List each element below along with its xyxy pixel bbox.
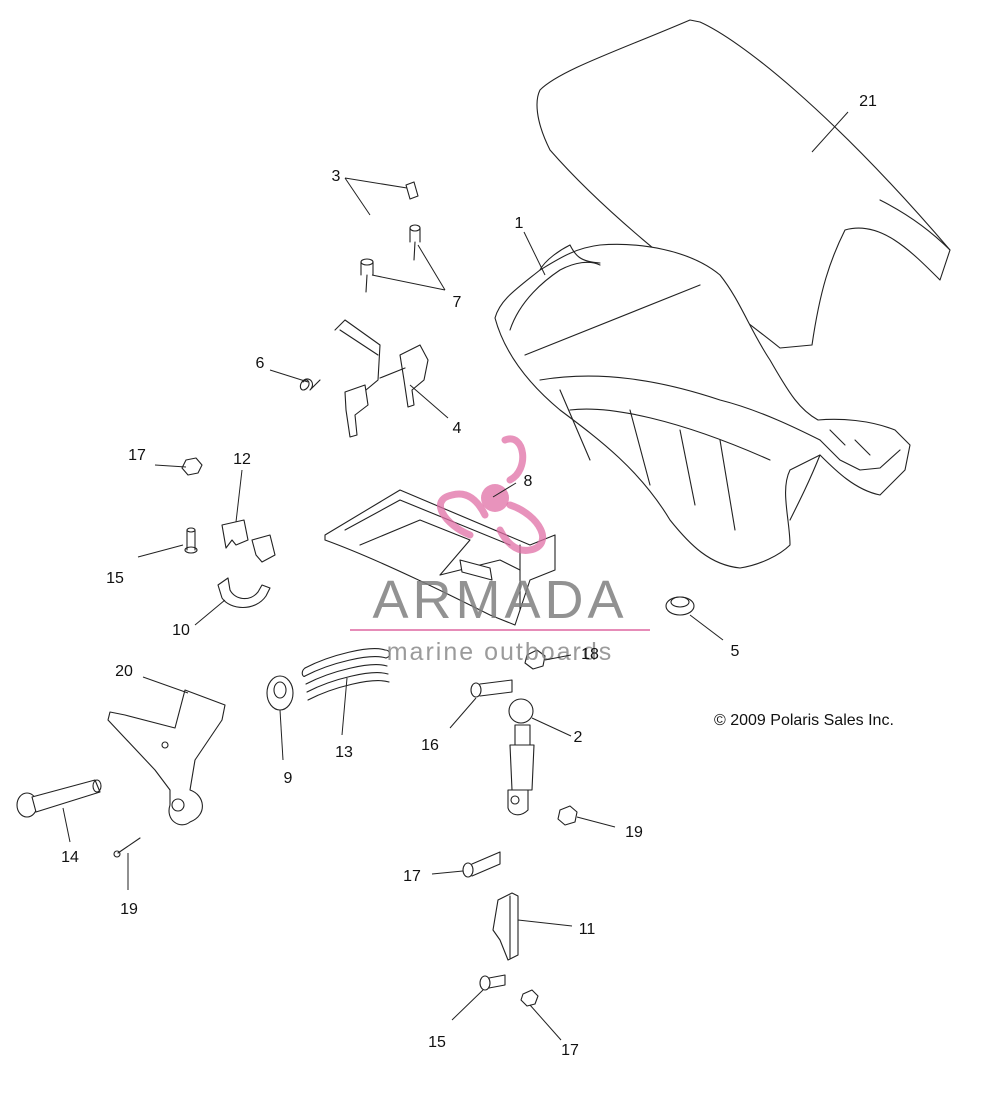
part-19-cotter-pin <box>113 837 141 858</box>
callout-11: 11 <box>579 921 596 938</box>
callout-17-upper: 17 <box>128 447 146 464</box>
callout-21: 21 <box>859 93 877 110</box>
callout-12: 12 <box>233 451 251 468</box>
callout-20: 20 <box>115 663 133 680</box>
callout-18-upper: 18 <box>581 646 599 663</box>
callout-16-lower: 17 <box>403 868 421 885</box>
watermark-tagline: marine outboards <box>387 638 614 666</box>
part-20-bracket <box>107 689 226 826</box>
part-16-bolt-lower <box>462 851 501 878</box>
leader-lines <box>62 111 849 1041</box>
part-9-bumper <box>266 675 294 711</box>
part-10-clamp <box>217 577 271 609</box>
callout-6: 6 <box>256 355 265 372</box>
part-4-seat-latch <box>334 319 429 438</box>
part-5-flange-nut <box>665 596 695 616</box>
part-17-nut-lower <box>520 989 539 1007</box>
part-17-nut-upper <box>181 457 203 476</box>
part-1-seat <box>494 243 911 569</box>
callout-2: 2 <box>574 729 583 746</box>
callout-18-lower: 19 <box>625 824 643 841</box>
callout-4: 4 <box>453 420 462 437</box>
callout-9: 9 <box>284 770 293 787</box>
callout-15-lower: 15 <box>428 1034 446 1051</box>
callout-13: 13 <box>335 744 353 761</box>
callout-5: 5 <box>731 643 740 660</box>
watermark-brand: ARMADA <box>372 570 627 630</box>
part-13-coil-spring <box>301 648 391 701</box>
part-14-pin <box>16 779 102 818</box>
part-18-nut-upper <box>524 649 546 670</box>
part-21-seat-cover <box>536 19 951 349</box>
callout-14: 14 <box>61 849 79 866</box>
callout-10: 10 <box>172 622 190 639</box>
callout-7: 7 <box>453 294 462 311</box>
callout-3: 3 <box>332 168 341 185</box>
callout-15-upper: 15 <box>106 570 124 587</box>
callout-1: 1 <box>515 215 524 232</box>
callout-16-upper: 16 <box>421 737 439 754</box>
callout-8: 8 <box>524 473 533 490</box>
part-11-mount-bracket <box>492 892 519 961</box>
part-16-bolt-upper <box>470 679 513 698</box>
callout-17-lower: 17 <box>561 1042 579 1059</box>
callout-19: 19 <box>120 901 138 918</box>
part-7-rivets <box>360 224 421 293</box>
part-15-bolt-upper <box>184 527 198 554</box>
part-12-bushings <box>221 519 276 563</box>
part-15-bolt-lower <box>479 974 506 991</box>
part-2-shock <box>507 698 535 816</box>
part-18-nut-lower <box>557 805 578 826</box>
callout-numbers: 21 1 3 7 6 4 8 5 17 12 15 10 20 9 13 18 … <box>61 93 877 1059</box>
copyright-notice: © 2009 Polaris Sales Inc. <box>714 712 894 729</box>
part-6-spring <box>299 378 321 391</box>
part-8-tray <box>324 489 556 626</box>
